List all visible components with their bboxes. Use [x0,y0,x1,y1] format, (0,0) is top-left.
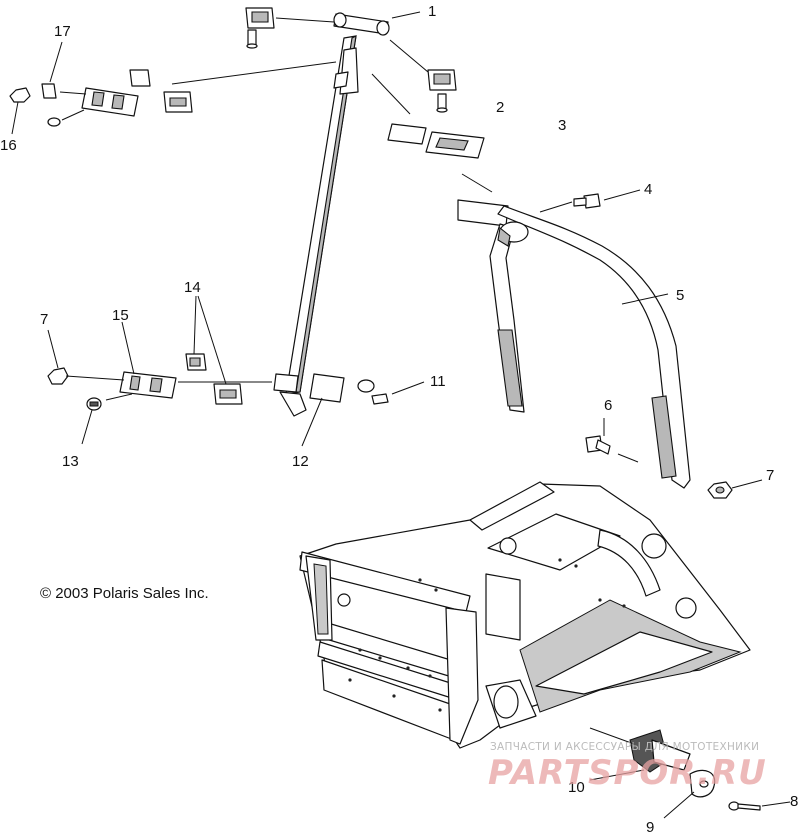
callout-12: 12 [292,453,309,470]
watermark-logo: PARTSPOR.RU [488,753,767,793]
callout-6: 6 [604,397,612,414]
bolt-part-6 [585,435,611,455]
nut-part-17 [41,83,57,99]
nut-part-7-right [707,481,733,499]
callout-5: 5 [676,287,684,304]
callout-7-right: 7 [766,467,774,484]
callout-17: 17 [54,23,71,40]
upper-clamp-left [245,7,275,49]
callout-1: 1 [428,3,436,20]
plate-part-2 [387,123,427,145]
callout-8: 8 [790,793,798,810]
plate-part-3 [425,131,485,159]
screw-upper-left [47,117,61,127]
nut-part-7-left [47,367,69,385]
callout-7-left: 7 [40,311,48,328]
screw-part-13 [86,397,102,411]
callout-13: 13 [62,453,79,470]
screw-part-8 [728,801,761,811]
handlebar-support-part-5 [457,199,691,489]
clamp-part-15 [119,371,177,399]
callout-15: 15 [112,307,129,324]
washer-part-16 [9,87,31,103]
callout-11: 11 [430,373,446,390]
callout-4: 4 [644,181,652,198]
callout-16: 16 [0,137,17,154]
steering-post [273,12,390,417]
copyright-text: © 2003 Polaris Sales Inc. [40,585,209,602]
callout-9: 9 [646,819,654,836]
upper-clamp-right [427,69,457,113]
screw-part-11 [357,379,389,405]
chassis-frame [299,481,751,749]
bushing-part-14-upper [185,353,207,371]
watermark-tagline: ЗАПЧАСТИ И АКСЕССУАРЫ ДЛЯ МОТОТЕХНИКИ [490,741,759,753]
plate-part-12 [309,373,345,403]
bushing-part-14-lower [213,383,243,405]
clamp-part-9 [689,769,716,798]
boot-part-10 [629,729,691,773]
callout-14: 14 [184,279,201,296]
callout-2: 2 [496,99,504,116]
callout-3: 3 [558,117,566,134]
callout-10: 10 [568,779,585,796]
bolt-part-4 [573,193,601,209]
clamp-upper-left [81,69,193,117]
